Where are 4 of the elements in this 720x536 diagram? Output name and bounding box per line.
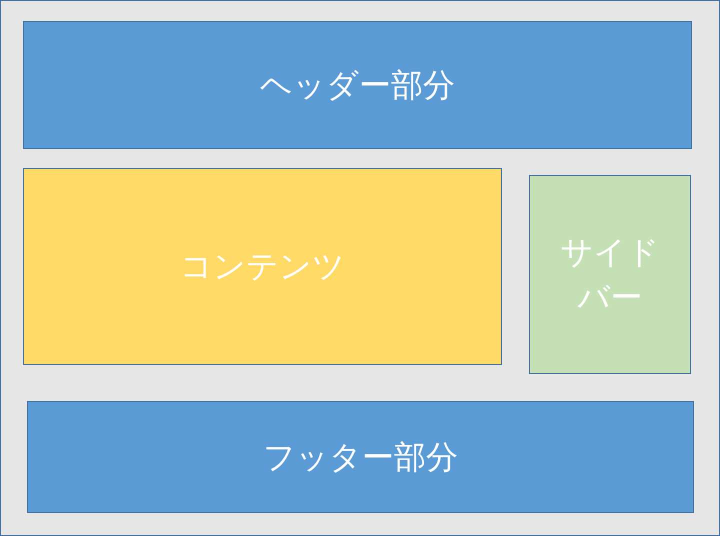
- header-box: ヘッダー部分: [23, 21, 692, 149]
- content-box: コンテンツ: [23, 168, 502, 365]
- footer-box: フッター部分: [27, 401, 694, 513]
- sidebar-box: サイドバー: [529, 175, 691, 374]
